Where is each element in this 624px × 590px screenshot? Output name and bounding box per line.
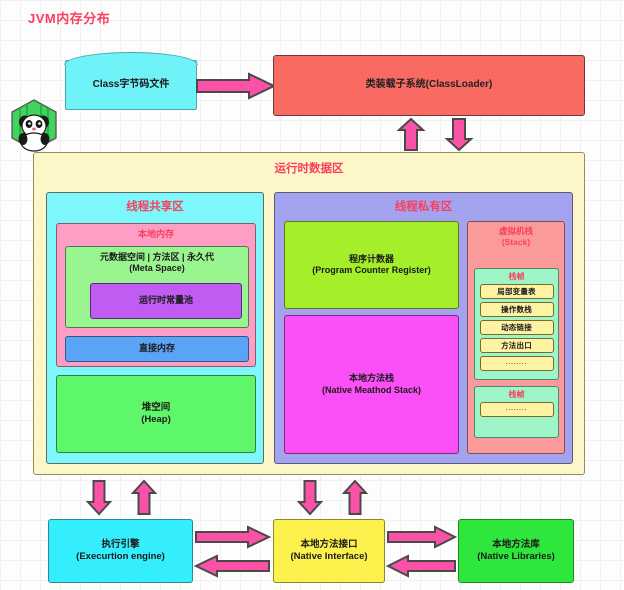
stack-frame-label: 栈帧 [508, 272, 525, 281]
vm-stack-label: 虚拟机栈 (Stack) [499, 226, 533, 248]
arrow-native-interface-to-exec-engine [193, 554, 270, 578]
panda-hexagon-logo [8, 98, 60, 152]
runtime-constant-pool-label: 运行时常量池 [138, 295, 193, 306]
page-title: JVM内存分布 [28, 11, 111, 26]
node-native-libraries: 本地方法库 (Native Libraries) [458, 519, 574, 583]
pc-register-label-cn: 程序计数器 [348, 253, 394, 264]
node-runtime-constant-pool: 运行时常量池 [90, 283, 242, 319]
frame-slot-more: ........ [479, 356, 554, 371]
node-native-interface: 本地方法接口 (Native Interface) [273, 519, 385, 583]
native-interface-label-cn: 本地方法接口 [300, 539, 358, 551]
node-meta-space: 元数据空间 | 方法区 | 永久代 (Meta Space) 运行时常量池 [65, 246, 249, 328]
arrow-up-exec-engine-to-runtime [130, 479, 158, 515]
node-native-method-stack: 本地方法栈 (Native Meathod Stack) [284, 315, 459, 454]
frame-slot-local-variable-table: 局部变量表 [479, 284, 554, 299]
frame-2-slot-more: ........ [479, 402, 554, 417]
node-class-file: Class字节码文件 [64, 52, 198, 110]
execution-engine-label-cn: 执行引擎 [101, 539, 140, 551]
arrow-down-runtime-to-native-interface [296, 480, 324, 516]
arrow-native-interface-to-native-libraries [387, 525, 458, 549]
node-runtime-data-area: 运行时数据区 线程共享区 本地内存 元数据空间 | 方法区 | 永久代 (Met… [33, 152, 585, 475]
node-program-counter-register: 程序计数器 (Program Counter Register) [284, 221, 459, 309]
thread-private-label: 线程私有区 [394, 201, 453, 213]
arrow-up-native-interface-to-runtime [341, 479, 369, 515]
native-libraries-label-cn: 本地方法库 [492, 539, 540, 551]
class-file-label: Class字节码文件 [92, 78, 170, 90]
node-execution-engine: 执行引擎 (Execurtion engine) [48, 519, 193, 583]
execution-engine-label-en: (Execurtion engine) [76, 551, 165, 562]
native-method-stack-label-cn: 本地方法栈 [348, 373, 394, 384]
direct-memory-label: 直接内存 [138, 343, 175, 354]
node-class-loader: 类装载子系统(ClassLoader) [273, 55, 585, 116]
vm-stack-label-cn: 虚拟机栈 [498, 226, 533, 236]
arrow-exec-engine-to-native-interface [195, 525, 272, 549]
native-method-stack-label-en: (Native Meathod Stack) [321, 384, 422, 395]
arrow-up-runtime-to-classloader [396, 117, 426, 151]
frame-slot-method-exit: 方法出口 [479, 338, 554, 353]
meta-space-label-en: (Meta Space) [129, 263, 185, 274]
class-loader-label: 类装载子系统(ClassLoader) [365, 79, 493, 91]
meta-space-label-cn: 元数据空间 | 方法区 | 永久代 [99, 252, 215, 262]
stack-frame-2-label: 栈帧 [508, 390, 525, 399]
native-interface-label-en: (Native Interface) [290, 551, 368, 562]
node-direct-memory: 直接内存 [65, 336, 249, 362]
stack-frame-1: 栈帧 局部变量表 操作数栈 动态链接 方法出口 ........ [474, 268, 559, 380]
native-libraries-label-en: (Native Libraries) [477, 551, 555, 562]
node-thread-private-area: 线程私有区 程序计数器 (Program Counter Register) 本… [274, 192, 573, 464]
frame-slot-dynamic-link: 动态链接 [479, 320, 554, 335]
arrow-down-runtime-to-exec-engine [85, 480, 113, 516]
runtime-data-area-label: 运行时数据区 [274, 163, 344, 175]
arrow-down-classloader-to-runtime [444, 118, 474, 152]
frame-slot-operand-stack: 操作数栈 [479, 302, 554, 317]
vm-stack-label-en: (Stack) [501, 237, 531, 248]
node-thread-shared-area: 线程共享区 本地内存 元数据空间 | 方法区 | 永久代 (Meta Space… [46, 192, 264, 464]
pc-register-label-en: (Program Counter Register) [312, 265, 431, 275]
stack-frame-2: 栈帧 ........ [474, 386, 559, 438]
native-memory-label: 本地内存 [137, 229, 174, 239]
node-native-memory: 本地内存 元数据空间 | 方法区 | 永久代 (Meta Space) 运行时常… [56, 223, 256, 367]
thread-shared-label: 线程共享区 [126, 201, 184, 213]
arrow-classfile-to-classloader [196, 72, 277, 100]
heap-label-cn: 堆空间 [141, 402, 171, 414]
arrow-native-libraries-to-native-interface [385, 554, 456, 578]
node-vm-stack: 虚拟机栈 (Stack) 栈帧 局部变量表 操作数栈 动态链接 方法出口 ...… [467, 221, 565, 454]
node-heap: 堆空间 (Heap) [56, 375, 256, 453]
heap-label-en: (Heap) [141, 414, 171, 425]
